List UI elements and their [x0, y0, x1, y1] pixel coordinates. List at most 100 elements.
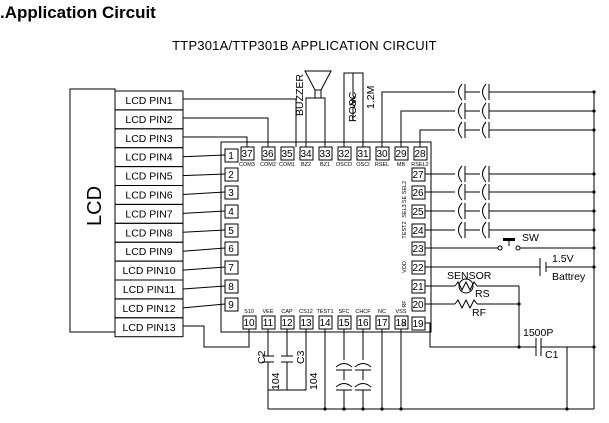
lcd-pin-label: LCD PIN12	[122, 303, 175, 315]
lcd-pin-label: LCD PIN4	[125, 152, 172, 164]
capacitor-icon	[482, 183, 487, 201]
ic-pin-name: TEST2	[402, 221, 408, 238]
ic-pin-box	[318, 146, 333, 161]
ic-pin-name: OSCO	[336, 162, 353, 168]
lcd-pin-label: LCD PIN6	[125, 190, 172, 202]
ic-pin-number: 27	[412, 170, 424, 181]
ic-pin-name: TEST1	[316, 309, 333, 315]
capacitor-icon	[354, 383, 372, 388]
sensor-label: SENSOR	[447, 270, 492, 282]
ic-pin-box	[224, 185, 239, 200]
ic-pin-name: VEE	[262, 309, 273, 315]
wire	[183, 325, 250, 348]
junction-dot	[592, 109, 596, 113]
wire	[182, 229, 226, 233]
ic-pin-box	[224, 260, 239, 275]
ic-pin-number: 15	[338, 318, 350, 329]
lcd-pin-box	[114, 317, 184, 338]
ic-pin-box	[224, 148, 239, 163]
rosc-label: ROSC	[347, 91, 359, 122]
junction-dot	[592, 209, 596, 213]
ic-pin-number: 5	[228, 226, 234, 237]
ic-pin-number: 17	[376, 318, 388, 329]
capacitor-icon	[482, 83, 487, 101]
junction-dot	[517, 302, 521, 306]
ic-pin-number: 18	[395, 318, 407, 329]
ic-pin-box	[337, 315, 352, 330]
ic-pin-box	[224, 223, 239, 238]
wire	[182, 303, 226, 309]
ic-pin-number: 1	[228, 151, 234, 162]
ic-pin-number: 33	[319, 149, 331, 160]
ic-pin-box	[356, 315, 371, 330]
wires	[182, 72, 596, 411]
wire	[287, 329, 307, 391]
ic-pin-name: BZ1	[320, 162, 330, 168]
ic-pin-name: SC	[402, 319, 408, 327]
ic-pin-name: CS12	[299, 309, 313, 315]
ic-pin-box	[299, 146, 314, 161]
buzzer-icon	[304, 70, 332, 91]
lcd-pin-label: LCD PIN10	[122, 265, 175, 277]
ic-pin-name: CHCF	[355, 309, 371, 315]
ic-pin-box	[242, 315, 257, 330]
lcd-pin-label: LCD PIN7	[125, 208, 172, 220]
lcd-pin-label: LCD PIN3	[125, 133, 172, 145]
rf-resistor-icon	[454, 298, 478, 310]
junction-dot	[592, 128, 596, 132]
ic-pin-number: 32	[338, 149, 350, 160]
ic-pin-name: SFC	[339, 309, 350, 315]
ic-pin-box	[413, 146, 428, 161]
ic-pin-box	[411, 204, 426, 219]
lcd-pin-label: LCD PIN2	[125, 114, 172, 126]
ic-pin-box	[375, 315, 390, 330]
circuit-title: TTP301A/TTP301B APPLICATION CIRCUIT	[172, 38, 437, 53]
junction-dot	[592, 190, 596, 194]
c2-value-label: 104	[270, 372, 282, 390]
junction-dot	[380, 407, 384, 411]
ic-pin-box	[224, 297, 239, 312]
capacitor-icon	[482, 121, 487, 139]
wire	[182, 191, 226, 195]
capacitor-icon	[458, 102, 463, 120]
wire	[183, 117, 269, 147]
ic-pin-name: RSEL2	[411, 162, 428, 168]
junction-dot	[592, 172, 596, 176]
ic-pin-box	[240, 146, 255, 161]
rosc-value-label: 1.2M	[365, 86, 377, 109]
wire	[305, 97, 315, 147]
ic-pin-number: 14	[319, 318, 331, 329]
wire	[182, 154, 226, 158]
ic-pin-box	[224, 241, 239, 256]
ic-pin-number: 10	[243, 318, 255, 329]
ic-pin-number: 36	[262, 149, 274, 160]
wire	[182, 266, 226, 271]
ic-pin-name: RF	[402, 300, 408, 308]
ic-pin-box	[318, 315, 333, 330]
section-heading: .Application Circuit	[0, 3, 156, 22]
switch-label: SW	[522, 232, 539, 244]
buzzer-label: BUZZER	[294, 74, 306, 116]
ic-pin-name: RSEL	[375, 162, 389, 168]
ic-pin-number: 16	[357, 318, 369, 329]
junction-dot	[592, 246, 596, 250]
ic-pin-number: 37	[241, 149, 253, 160]
capacitor-icon	[458, 165, 463, 183]
rf-label: RF	[472, 307, 486, 319]
junction-dot	[517, 345, 521, 349]
capacitor-icon	[335, 383, 353, 388]
ic-pin-number: 21	[412, 282, 424, 293]
wire	[182, 285, 226, 290]
battery-label: Battrey	[552, 271, 586, 283]
c1-value-label: 1500P	[523, 327, 553, 339]
ic-pin-box	[356, 146, 371, 161]
ic-pin-number: 28	[414, 149, 426, 160]
wire	[182, 247, 226, 252]
ic-pin-name: COM2	[260, 162, 276, 168]
ic-pin-name: S10	[244, 309, 254, 315]
ic-pin-number: 6	[228, 244, 234, 255]
ic-pin-number: 34	[300, 149, 312, 160]
lcd-label: LCD	[84, 186, 106, 226]
junction-dot	[592, 265, 596, 269]
